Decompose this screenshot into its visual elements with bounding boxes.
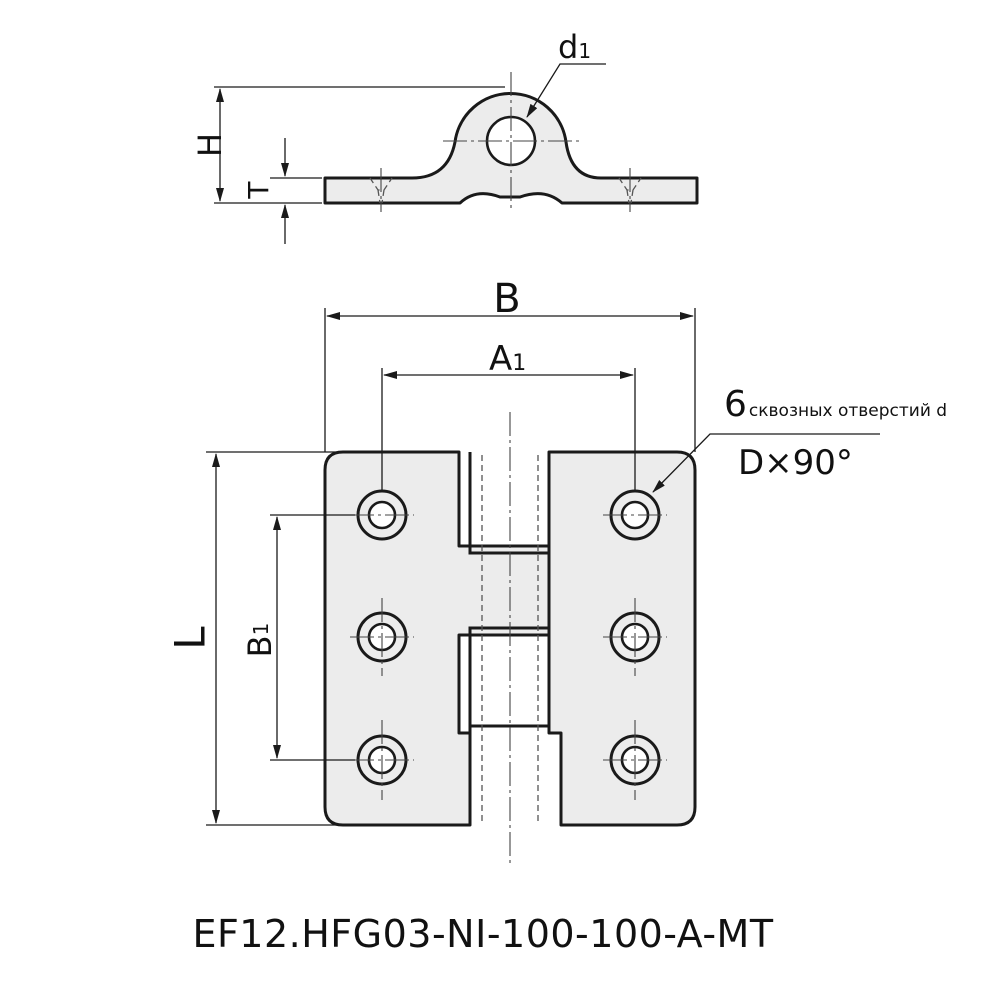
hinge-leaf-left xyxy=(323,450,560,827)
part-number-caption: EF12.HFG03-NI-100-100-A-MT xyxy=(192,912,774,956)
side-view: H T d1 xyxy=(191,28,699,244)
a1-label: A1 xyxy=(489,339,526,379)
t-label: T xyxy=(242,181,275,200)
holes-note-leader xyxy=(652,433,880,493)
countersink-note: D×90° xyxy=(738,443,853,483)
countersink-hidden-left xyxy=(369,177,393,204)
l-label: L xyxy=(166,626,215,650)
hole-top-right xyxy=(609,489,661,541)
h-label: H xyxy=(191,133,229,157)
b1-label: B1 xyxy=(241,623,279,658)
d1-leader xyxy=(526,63,606,118)
b-label: B xyxy=(493,276,520,322)
d1-label: d1 xyxy=(558,28,591,66)
countersink-hidden-right xyxy=(618,177,642,204)
hole-centerlines xyxy=(350,514,667,800)
